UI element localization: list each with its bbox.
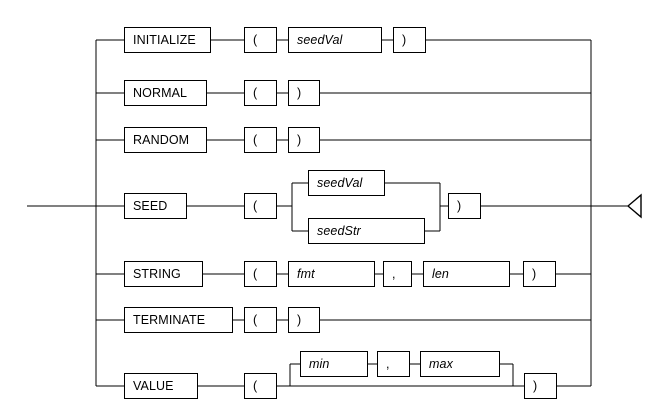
- box-terminate-lparen[interactable]: (: [244, 307, 277, 333]
- box-seed-seedstr[interactable]: seedStr: [308, 218, 425, 244]
- box-value-keyword[interactable]: VALUE: [124, 373, 198, 399]
- box-seed-rparen[interactable]: ): [448, 193, 481, 219]
- exit-arrow-icon: [626, 193, 642, 219]
- box-string-comma[interactable]: ,: [383, 261, 412, 287]
- box-terminate-keyword[interactable]: TERMINATE: [124, 307, 233, 333]
- box-random-rparen[interactable]: ): [288, 127, 320, 153]
- box-initialize-rparen[interactable]: ): [393, 27, 426, 53]
- box-string-rparen[interactable]: ): [523, 261, 556, 287]
- box-seed-keyword[interactable]: SEED: [124, 193, 187, 219]
- box-normal-rparen[interactable]: ): [288, 80, 320, 106]
- box-value-lparen[interactable]: (: [244, 373, 277, 399]
- box-string-lparen[interactable]: (: [244, 261, 277, 287]
- box-random-lparen[interactable]: (: [244, 127, 277, 153]
- box-initialize-keyword[interactable]: INITIALIZE: [124, 27, 211, 53]
- box-value-max[interactable]: max: [420, 351, 500, 377]
- box-random-keyword[interactable]: RANDOM: [124, 127, 207, 153]
- box-terminate-rparen[interactable]: ): [288, 307, 320, 333]
- box-seed-lparen[interactable]: (: [244, 193, 277, 219]
- box-normal-keyword[interactable]: NORMAL: [124, 80, 207, 106]
- box-seed-seedval[interactable]: seedVal: [308, 170, 385, 196]
- box-value-rparen[interactable]: ): [524, 373, 557, 399]
- box-normal-lparen[interactable]: (: [244, 80, 277, 106]
- box-value-comma[interactable]: ,: [377, 351, 410, 377]
- box-string-len[interactable]: len: [423, 261, 510, 287]
- box-initialize-lparen[interactable]: (: [244, 27, 277, 53]
- box-value-min[interactable]: min: [300, 351, 368, 377]
- box-string-keyword[interactable]: STRING: [124, 261, 203, 287]
- box-string-fmt[interactable]: fmt: [288, 261, 375, 287]
- box-initialize-seedval[interactable]: seedVal: [288, 27, 382, 53]
